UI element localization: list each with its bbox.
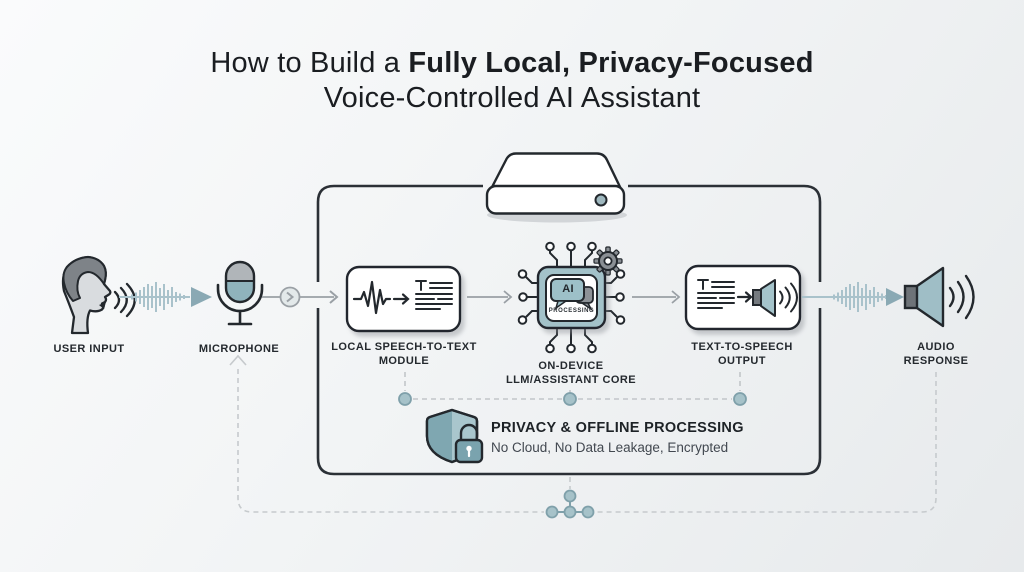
ai-chip-icon (517, 241, 626, 354)
privacy-connector-nodes (398, 392, 747, 406)
microphone-icon (216, 260, 264, 326)
tts-module-icon (684, 264, 802, 331)
arrow-right-icon (736, 291, 753, 303)
tts-label-line1: TEXT-TO-SPEECH (691, 341, 793, 353)
user-input-label: USER INPUT (53, 343, 125, 355)
device-button-icon (594, 193, 608, 207)
text-document-icon (415, 280, 453, 310)
shield-lock-icon (425, 408, 484, 464)
audio-label-line1: AUDIO (917, 341, 955, 353)
tts-label: TEXT-TO-SPEECH OUTPUT (691, 340, 792, 368)
stt-label-line1: LOCAL SPEECH-TO-TEXT (331, 341, 477, 353)
title-line1-regular: How to Build a (210, 47, 409, 79)
tts-label-line2: OUTPUT (718, 355, 766, 367)
text-document-icon (697, 279, 735, 309)
mini-pc-device-icon (485, 152, 627, 223)
stt-label-line2: MODULE (378, 355, 430, 367)
small-speaker-icon (752, 279, 798, 317)
privacy-title: PRIVACY & OFFLINE PROCESSING (491, 420, 744, 436)
circled-chevron-flow-icon (262, 286, 339, 308)
speaker-icon (903, 266, 975, 328)
llm-label-line1: ON-DEVICE (538, 360, 604, 372)
llm-label: ON-DEVICE LLM/ASSISTANT CORE (506, 359, 636, 387)
title-line1-bold: Fully Local, Privacy-Focused (408, 47, 814, 79)
waveform-icon (352, 280, 392, 315)
flow-arrow-icon (467, 290, 513, 304)
audio-label-line2: RESPONSE (903, 355, 969, 367)
page-title: How to Build a Fully Local, Privacy-Focu… (0, 46, 1024, 116)
gear-icon (593, 246, 623, 276)
title-line-2: Voice-Controlled AI Assistant (323, 82, 701, 114)
node-cluster-icon (545, 489, 595, 519)
feedback-loop (229, 354, 937, 513)
microphone-label: MICROPHONE (198, 343, 280, 355)
title-line-1: How to Build a Fully Local, Privacy-Focu… (0, 46, 1024, 81)
soundwave-arrow-right-icon (802, 282, 904, 312)
speech-bubble-icon (550, 278, 594, 312)
stt-module-icon (345, 265, 462, 333)
privacy-subtitle: No Cloud, No Data Leakage, Encrypted (491, 440, 729, 455)
flow-arrow-icon (632, 290, 681, 304)
audio-response-label: AUDIO RESPONSE (904, 340, 969, 368)
feedback-arrow-up-icon (229, 354, 247, 366)
container-box (316, 184, 822, 476)
llm-label-line2: LLM/ASSISTANT CORE (505, 374, 637, 386)
chip-processing-text: PROCESSING (548, 308, 595, 314)
arrow-right-icon (392, 293, 410, 305)
speaking-person-icon (61, 255, 136, 335)
soundwave-arrow-left-icon (119, 282, 212, 312)
stt-label: LOCAL SPEECH-TO-TEXT MODULE (331, 340, 477, 368)
chip-ai-text: AI (562, 283, 574, 295)
